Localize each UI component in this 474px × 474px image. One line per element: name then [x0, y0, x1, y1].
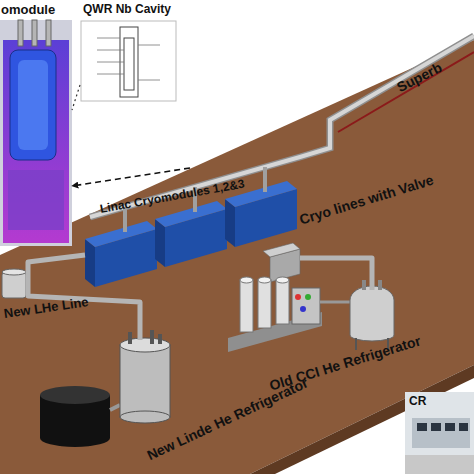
equipment-node: Linac Cryomodules 1,2&3: [85, 168, 300, 290]
cavity-tank: [10, 50, 56, 160]
cavity-inset-frame: [81, 21, 176, 101]
gauge: [305, 294, 311, 300]
beam-line: [338, 52, 474, 132]
tank-valve: [128, 332, 132, 344]
coupler-post: [46, 20, 51, 46]
tank-valve: [378, 280, 382, 290]
inset-frame: [0, 20, 72, 246]
gas-cylinder: [240, 280, 253, 332]
equipment-node: omodule: [0, 2, 72, 245]
monitor: [417, 423, 427, 431]
cold-box-tank: [350, 286, 394, 341]
cold-box-bottom: [120, 411, 170, 423]
cryomodule-side: [155, 219, 165, 267]
gas-cylinder: [258, 280, 271, 328]
gas-cylinder-top: [258, 277, 271, 283]
node-label: CR: [409, 394, 426, 408]
cryomodule-top: [85, 221, 157, 247]
pipe-stub: [263, 167, 267, 192]
cavity-inner-conductor: [124, 38, 134, 90]
monitor: [431, 423, 441, 431]
process-pipe: [110, 405, 120, 410]
control-panel: [292, 288, 320, 324]
equipment-node: QWR Nb Cavity: [80, 2, 177, 102]
tank-valve: [150, 330, 154, 344]
cryomodule-side: [85, 239, 95, 287]
leader-line: [97, 50, 124, 51]
equipment-node: CR: [405, 392, 474, 474]
leader-line: [97, 38, 120, 39]
control-room-photo: [405, 392, 474, 474]
equipment-node: New Linde He Refrigerator: [30, 320, 220, 470]
riser-pipe: [370, 268, 375, 290]
leader-line: [138, 45, 160, 46]
node-label: QWR Nb Cavity: [83, 2, 171, 16]
coupler-post: [18, 20, 23, 46]
tank-valve: [362, 280, 366, 290]
gauge: [300, 306, 306, 312]
leader-line: [138, 80, 160, 81]
cavity-tank-inner: [18, 60, 48, 150]
tank-valve: [158, 334, 162, 344]
coupler-post: [32, 20, 37, 46]
buffer-vessel-top: [2, 269, 26, 275]
callout-line: [72, 85, 80, 110]
control-console: [412, 418, 470, 448]
valve-box-top: [263, 243, 300, 257]
equipment-node: Old CCI He Refrigerator: [225, 268, 460, 408]
gas-cylinder: [276, 280, 289, 324]
room-floor: [405, 455, 474, 474]
monitor: [459, 423, 468, 431]
monitor: [445, 423, 455, 431]
gas-cylinder-top: [276, 277, 289, 283]
leader-line: [97, 74, 124, 75]
node-label: omodule: [1, 2, 55, 18]
riser-pipe: [138, 320, 143, 340]
gas-cylinder-top: [240, 277, 253, 283]
cryo-line: [300, 258, 372, 268]
cold-box-top: [120, 338, 170, 352]
callout-arrow: [72, 168, 190, 186]
cryomodule-side: [225, 199, 235, 247]
leader-line: [97, 62, 124, 63]
dewar-top: [40, 386, 110, 404]
node-label: Linac Cryomodules 1,2&3: [99, 177, 246, 217]
gauge: [295, 294, 301, 300]
cryomodule-vessel: [3, 40, 69, 243]
process-pipe: [320, 301, 352, 304]
buffer-vessel: [2, 272, 26, 298]
cold-box-tank: [120, 345, 170, 417]
tank-leg: [355, 338, 357, 350]
vessel-base: [8, 170, 64, 230]
